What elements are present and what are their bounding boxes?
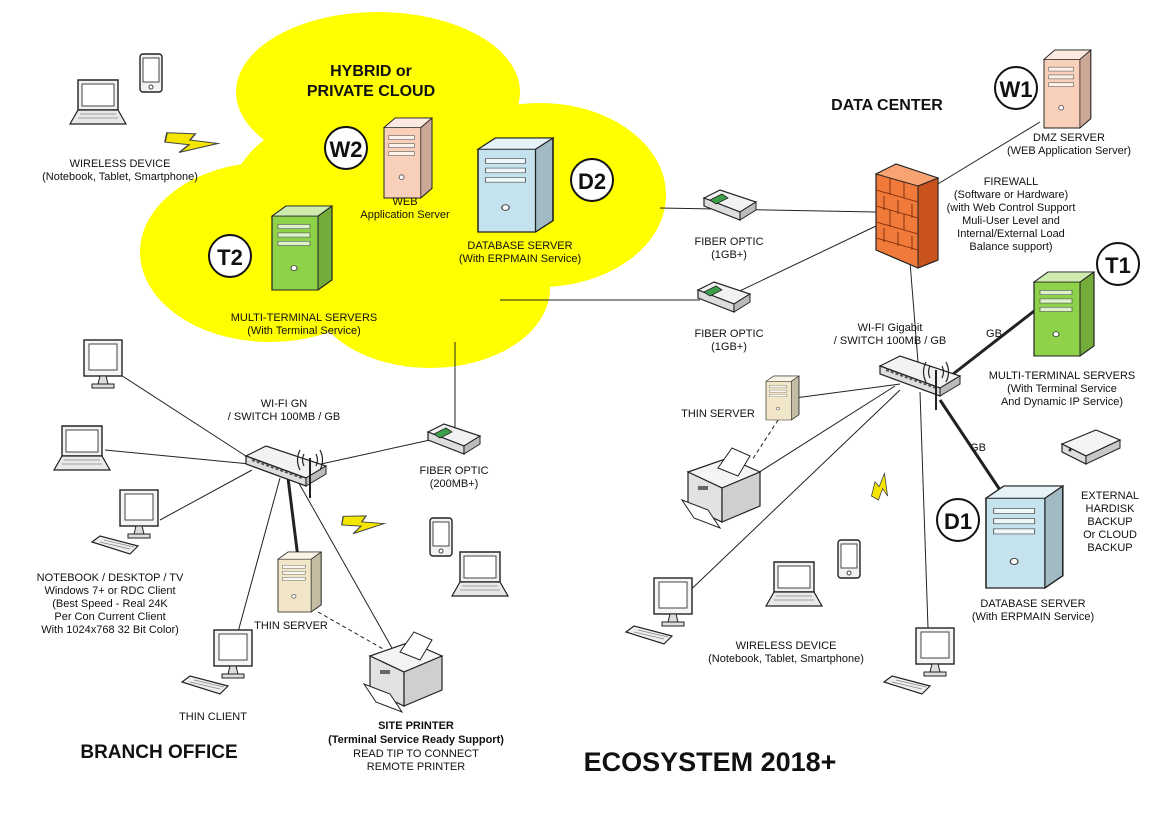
terminal-server-icon	[1033, 271, 1095, 357]
cloud-database-server-label: DATABASE SERVER (With ERPMAIN Service)	[458, 240, 582, 265]
cloud-title: HYBRID or PRIVATE CLOUD	[306, 63, 436, 100]
dmz-server-label: DMZ SERVER (WEB Application Server)	[1006, 132, 1132, 157]
branch-office-title: BRANCH OFFICE	[80, 742, 238, 763]
laptop-icon	[451, 551, 509, 597]
monitor-icon	[83, 339, 123, 389]
monitor-icon	[915, 627, 955, 677]
fiber-optic-icon	[703, 189, 757, 221]
hard-disk-icon	[1061, 429, 1121, 465]
data-center-wireless-device-label: WIRELESS DEVICE (Notebook, Tablet, Smart…	[708, 640, 864, 665]
gb-label-2: GB	[970, 442, 986, 454]
gb-label-1: GB	[986, 328, 1002, 340]
site-printer-title: SITE PRINTER	[378, 720, 454, 732]
monitor-icon	[653, 577, 693, 627]
branch-fiber-optic-label: FIBER OPTIC (200MB+)	[419, 465, 489, 490]
backup-label: EXTERNAL HARDISK BACKUP Or CLOUD BACKUP	[1080, 490, 1140, 554]
printer-icon	[681, 447, 761, 529]
tablet-icon	[837, 539, 861, 579]
laptop-icon	[53, 425, 111, 471]
thin-server-icon	[277, 551, 322, 613]
branch-clients-label: NOTEBOOK / DESKTOP / TV Windows 7+ or RD…	[36, 572, 184, 636]
branch-thin-server-label: THIN SERVER	[254, 620, 328, 632]
database-server-icon	[477, 137, 554, 233]
thin-client-label: THIN CLIENT	[179, 711, 247, 723]
top-wireless-device-label: WIRELESS DEVICE (Notebook, Tablet, Smart…	[42, 158, 198, 183]
badge-t1: T1	[1096, 242, 1140, 286]
firewall-label: FIREWALL (Software or Hardware) (with We…	[946, 176, 1076, 253]
cloud-terminal-servers-label: MULTI-TERMINAL SERVERS (With Terminal Se…	[230, 312, 378, 337]
data-center-terminal-servers-label: MULTI-TERMINAL SERVERS (With Terminal Se…	[988, 370, 1136, 408]
connection-lines	[104, 121, 1041, 651]
monitor-icon	[119, 489, 159, 539]
keyboard-icon	[625, 625, 673, 645]
database-server-icon	[985, 485, 1064, 589]
badge-d2: D2	[570, 158, 614, 202]
badge-t2: T2	[208, 234, 252, 278]
keyboard-icon	[91, 535, 139, 555]
site-printer-subtitle: (Terminal Service Ready Support)	[328, 734, 504, 746]
fiber-optic-label-2: FIBER OPTIC (1GB+)	[694, 328, 764, 353]
data-center-database-server-label: DATABASE SERVER (With ERPMAIN Service)	[971, 598, 1095, 623]
badge-d1: D1	[936, 498, 980, 542]
tablet-icon	[429, 517, 453, 557]
printer-icon	[363, 631, 443, 713]
badge-w1: W1	[994, 66, 1038, 110]
page-title: ECOSYSTEM 2018+	[583, 747, 837, 777]
data-center-thin-server-label: THIN SERVER	[681, 408, 755, 420]
web-server-icon	[383, 117, 433, 199]
switch-icon	[245, 445, 327, 487]
site-printer-note: READ TIP TO CONNECT REMOTE PRINTER	[353, 748, 479, 773]
keyboard-icon	[883, 675, 931, 695]
web-server-label: WEB Application Server	[360, 196, 450, 221]
keyboard-icon	[181, 675, 229, 695]
fiber-optic-icon	[427, 423, 481, 455]
lightning-icon	[162, 127, 220, 161]
dmz-server-icon	[1043, 49, 1092, 129]
data-center-switch-label: WI-FI Gigabit / SWITCH 100MB / GB	[833, 322, 947, 347]
thin-server-icon	[765, 375, 800, 421]
lightning-icon	[339, 511, 386, 540]
fiber-optic-icon	[697, 281, 751, 313]
branch-switch-label: WI-FI GN / SWITCH 100MB / GB	[227, 398, 341, 423]
badge-w2: W2	[324, 126, 368, 170]
tablet-icon	[139, 53, 163, 93]
monitor-icon	[213, 629, 253, 679]
laptop-icon	[69, 79, 127, 125]
laptop-icon	[765, 561, 823, 607]
data-center-title: DATA CENTER	[831, 97, 943, 114]
lightning-icon	[867, 471, 897, 504]
firewall-icon	[874, 163, 940, 269]
terminal-server-icon	[271, 205, 333, 291]
cloud-shape	[140, 12, 666, 368]
fiber-optic-label-1: FIBER OPTIC (1GB+)	[694, 236, 764, 261]
